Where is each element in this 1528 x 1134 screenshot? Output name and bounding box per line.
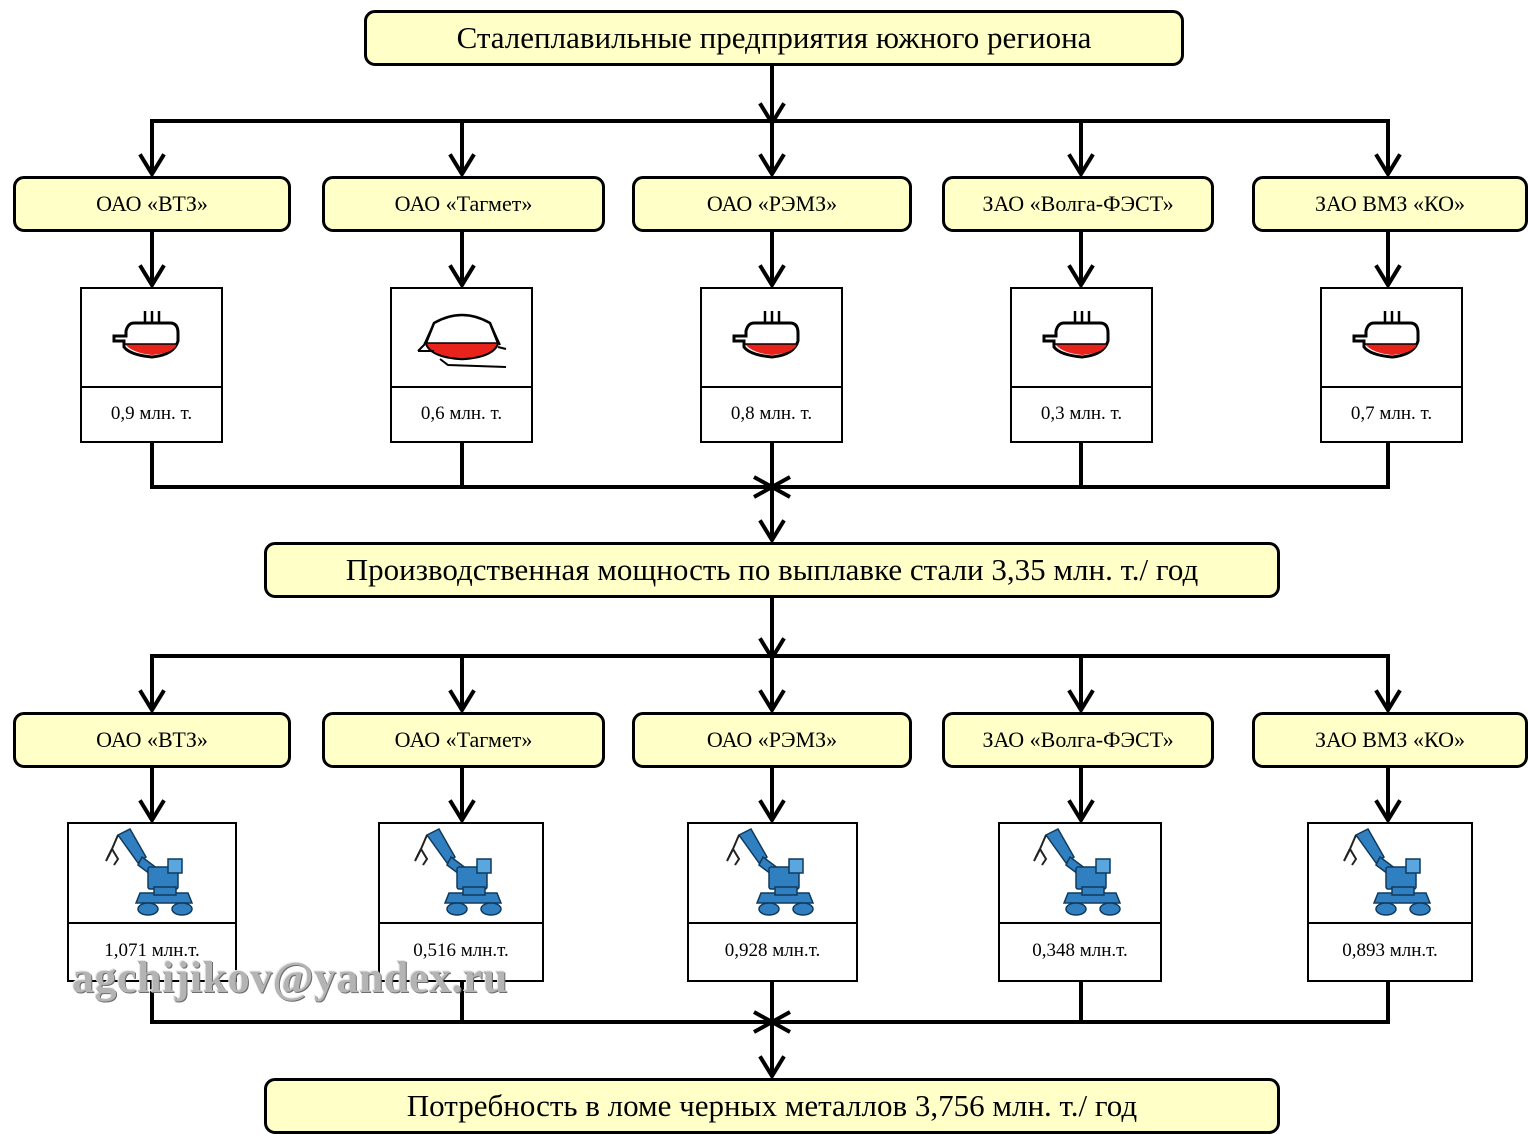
company-name: ОАО «РЭМЗ» [706,727,838,752]
arrowhead [1067,689,1095,714]
demand-title: Потребность в ломе черных металлов 3,756… [406,1088,1138,1123]
company-name: ЗАО ВМЗ «КО» [1315,727,1465,752]
arrowhead [758,264,786,289]
arrowhead [448,689,476,714]
company-box: ОАО «Тагмет» [322,176,605,232]
scrap-value: 0,348 млн.т. [1032,940,1128,961]
arrowhead [758,689,786,714]
company-box: ОАО «Тагмет» [322,712,605,768]
scrap-card: 0,348 млн.т. [998,822,1162,982]
scrap-handler-excavator-icon [69,824,235,924]
company-box: ОАО «ВТЗ» [13,712,291,768]
capacity-card: 0,9 млн. т. [80,287,223,443]
company-name: ОАО «Тагмет» [394,191,533,216]
capacity-value: 0,9 млн. т. [110,402,193,424]
arrowhead [758,519,786,544]
electric-arc-furnace-icon [1322,289,1461,388]
capacity-value: 0,3 млн. т. [1040,402,1123,424]
electric-arc-furnace-icon [1012,289,1151,388]
arrowhead [138,799,166,824]
company-name: ОАО «Тагмет» [394,727,533,752]
capacity-title-box: Производственная мощность по выплавке ст… [264,542,1280,598]
company-box: ОАО «РЭМЗ» [632,176,912,232]
capacity-card: 0,7 млн. т. [1320,287,1463,443]
scrap-value: 1,071 млн.т. [104,940,200,961]
watermark: agchijikov@yandex.ru [72,953,508,1002]
capacity-title: Производственная мощность по выплавке ст… [345,552,1199,587]
capacity-card: 0,6 млн. т. [390,287,533,443]
arrowhead [138,153,166,178]
arrowhead [1374,153,1402,178]
scrap-handler-excavator-icon [689,824,856,924]
arrowhead [138,689,166,714]
company-box: ЗАО «Волга-ФЭСТ» [942,176,1214,232]
arrowhead [448,799,476,824]
company-name: ОАО «РЭМЗ» [706,191,838,216]
company-box: ЗАО «Волга-ФЭСТ» [942,712,1214,768]
scrap-value: 0,893 млн.т. [1342,940,1438,961]
arrowhead [448,153,476,178]
scrap-handler-excavator-icon [1309,824,1471,924]
scrap-card: 0,928 млн.т. [687,822,858,982]
arrowhead [758,1055,786,1080]
scrap-value: 0,928 млн.т. [724,940,821,961]
arrowhead [1374,264,1402,289]
capacity-card: 0,3 млн. т. [1010,287,1153,443]
electric-arc-furnace-icon [702,289,841,388]
scrap-card: 0,516 млн.т. [378,822,544,982]
capacity-value: 0,6 млн. т. [420,402,503,424]
company-name: ЗАО «Волга-ФЭСТ» [982,727,1174,752]
arrowhead [1067,264,1095,289]
open-hearth-furnace-icon [392,289,531,388]
company-name: ОАО «ВТЗ» [96,727,208,752]
arrowhead [138,264,166,289]
capacity-card: 0,8 млн. т. [700,287,843,443]
scrap-card: 1,071 млн.т. [67,822,237,982]
capacity-value: 0,7 млн. т. [1350,402,1433,424]
company-box: ЗАО ВМЗ «КО» [1252,712,1528,768]
top-title: Сталеплавильные предприятия южного регио… [456,20,1092,55]
electric-arc-furnace-icon [82,289,221,388]
scrap-card: 0,893 млн.т. [1307,822,1473,982]
company-box: ОАО «ВТЗ» [13,176,291,232]
company-box: ЗАО ВМЗ «КО» [1252,176,1528,232]
demand-title-box: Потребность в ломе черных металлов 3,756… [264,1078,1280,1134]
arrowhead [758,799,786,824]
arrowhead [1374,799,1402,824]
company-name: ОАО «ВТЗ» [96,191,208,216]
arrowhead [448,264,476,289]
capacity-value: 0,8 млн. т. [730,402,813,424]
top-title-box: Сталеплавильные предприятия южного регио… [364,10,1184,66]
arrowhead [758,153,786,178]
scrap-value: 0,516 млн.т. [413,940,509,961]
arrowhead [1067,799,1095,824]
company-box: ОАО «РЭМЗ» [632,712,912,768]
arrowhead [1067,153,1095,178]
scrap-handler-excavator-icon [380,824,542,924]
company-name: ЗАО «Волга-ФЭСТ» [982,191,1174,216]
arrowhead [1374,689,1402,714]
company-name: ЗАО ВМЗ «КО» [1315,191,1465,216]
scrap-handler-excavator-icon [1000,824,1160,924]
